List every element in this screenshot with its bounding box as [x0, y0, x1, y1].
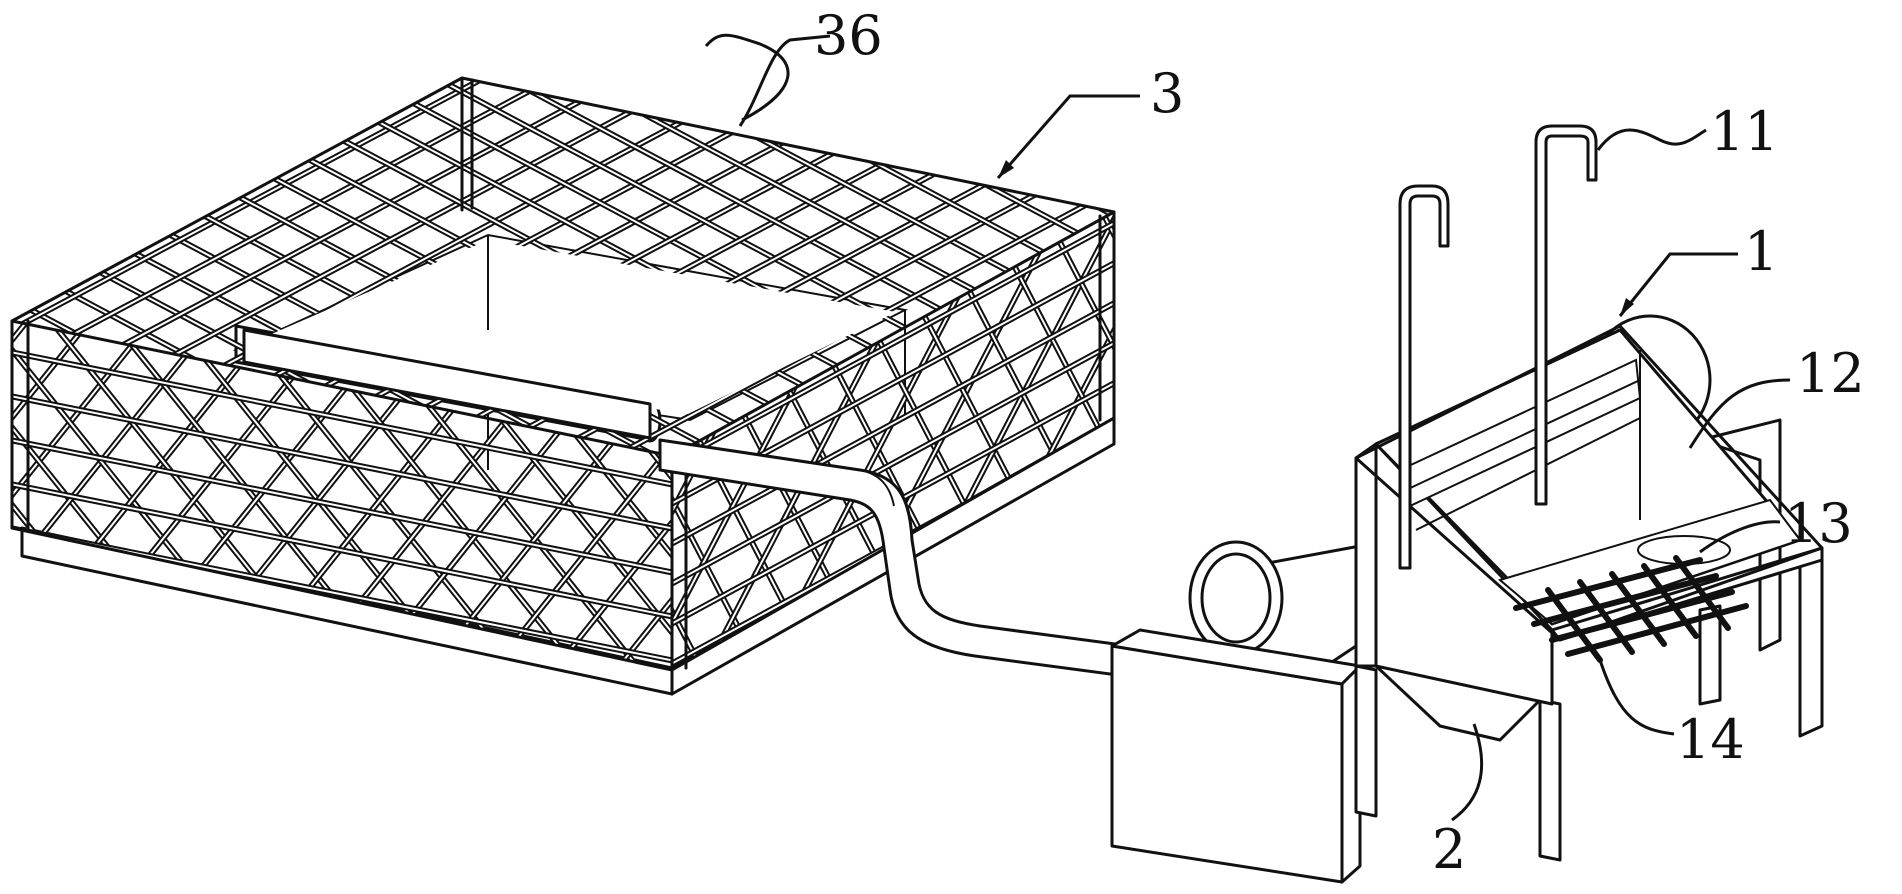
mesh-bar-highlight [672, 339, 1114, 591]
mesh-bar-highlight [12, 349, 672, 491]
mesh-bar-highlight [12, 321, 169, 670]
label-11: 11 [1710, 100, 1779, 163]
cage-pipe-visible [242, 328, 652, 440]
tank-leg-left [1354, 664, 1378, 818]
mesh-bar-highlight [12, 437, 672, 579]
tank-leg-right [1798, 548, 1824, 738]
pump-assembly [1110, 540, 1382, 884]
label-13: 13 [1784, 492, 1853, 555]
mesh-bar-highlight [12, 321, 107, 670]
label-12: 12 [1796, 342, 1865, 405]
mesh-bar-highlight [467, 321, 672, 670]
mesh-bar-highlight [12, 569, 672, 670]
label-3: 3 [1150, 62, 1184, 125]
mesh-bar [12, 567, 672, 670]
mesh-bar-highlight [529, 321, 672, 670]
mesh-bar-highlight [12, 481, 672, 623]
mesh-bar-highlight [591, 321, 672, 670]
mesh-bar-highlight [672, 299, 1114, 551]
label-36: 36 [814, 4, 883, 67]
tank-leg-mid [1538, 698, 1562, 862]
mesh-bar-highlight [289, 78, 1114, 456]
mesh-bar-highlight [12, 393, 672, 535]
label-14: 14 [1676, 708, 1745, 771]
control-box [1110, 644, 1344, 884]
mesh-bar-highlight [12, 613, 672, 670]
hanging-hooks [1398, 124, 1598, 570]
label-1: 1 [1744, 220, 1778, 283]
mesh-bar-highlight [672, 219, 1114, 471]
sorting-tank [1354, 124, 1824, 862]
mesh-bar-highlight [569, 78, 1114, 456]
screen-grid [1513, 555, 1749, 663]
tank-front-wall [1354, 442, 1378, 668]
mesh-bar-highlight [12, 321, 231, 670]
callouts: 36 3 11 1 12 13 14 2 [704, 4, 1865, 881]
mesh-bar [12, 611, 672, 670]
label-2: 2 [1432, 818, 1466, 881]
